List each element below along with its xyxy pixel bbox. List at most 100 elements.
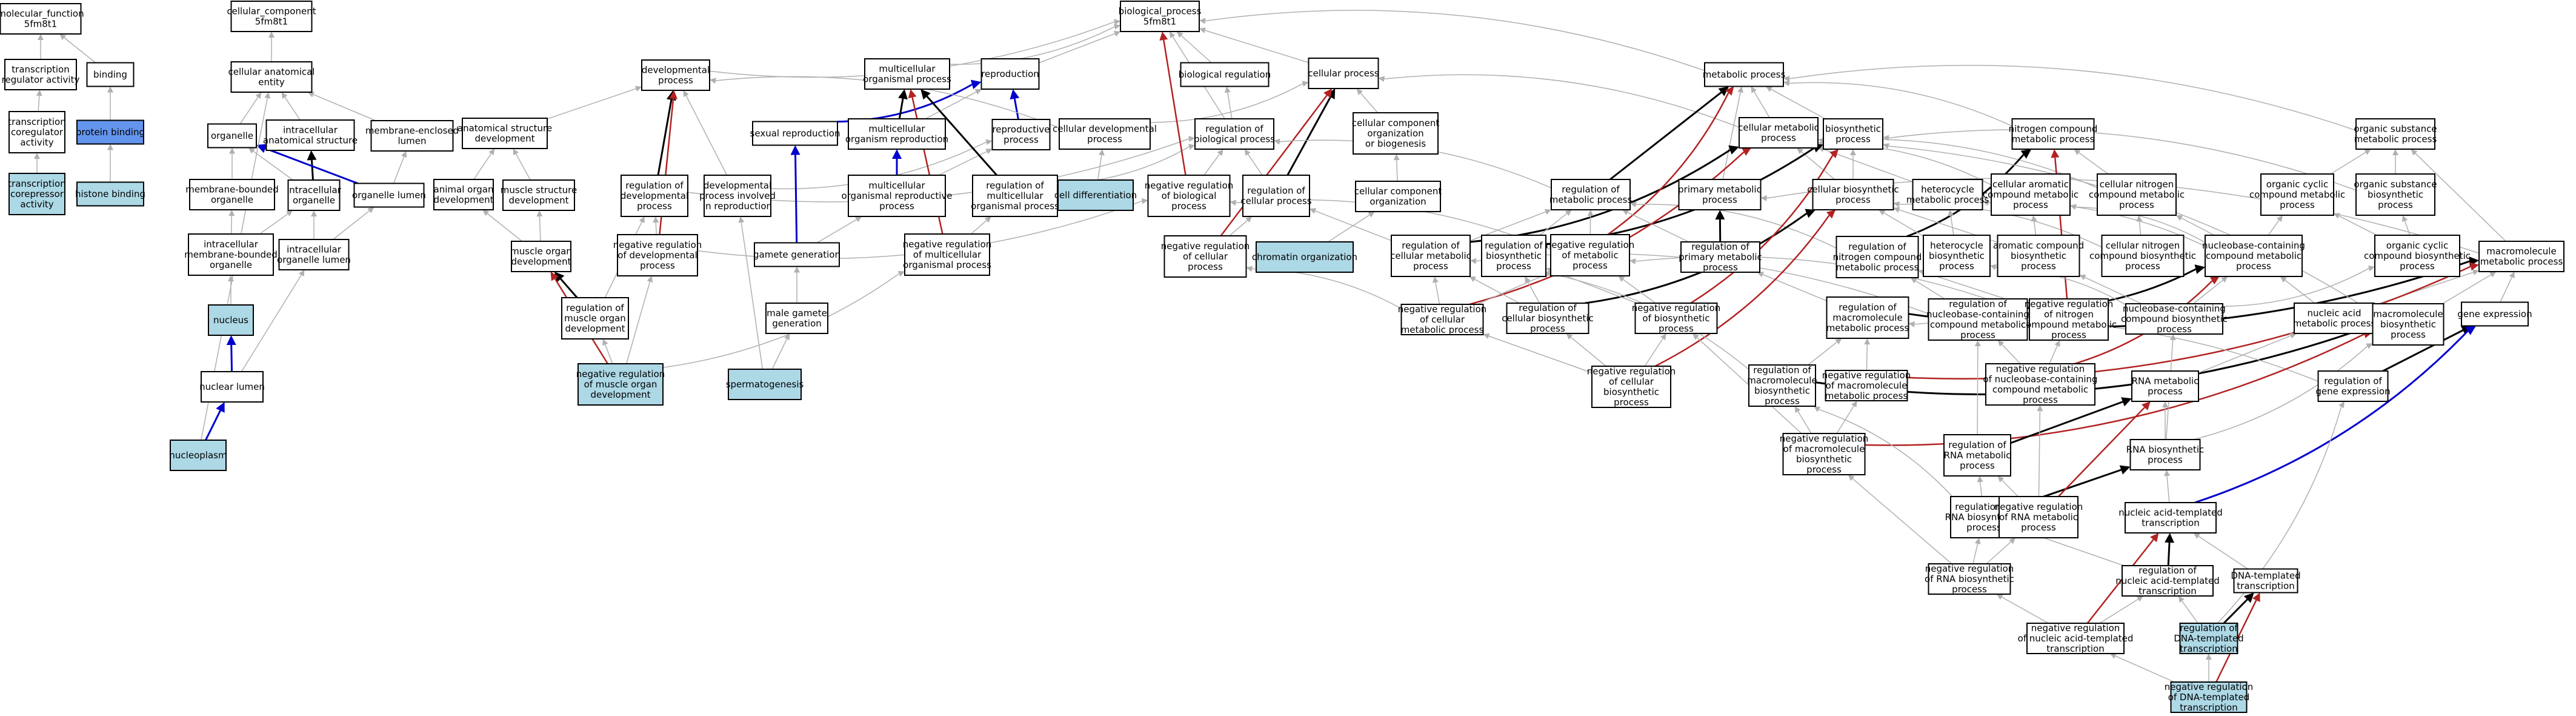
node-box[interactable] (1985, 363, 2095, 406)
node-box[interactable] (2097, 173, 2177, 216)
node-box[interactable] (1825, 370, 1908, 401)
node-box[interactable] (991, 119, 1051, 150)
node-box[interactable] (502, 179, 575, 211)
node-box[interactable] (1550, 234, 1630, 276)
node-box[interactable] (904, 233, 990, 276)
node-box[interactable] (86, 62, 135, 87)
node-box[interactable] (265, 119, 355, 151)
go-term-node-chromorg[interactable]: chromatin organization (1252, 241, 1357, 273)
node-box[interactable] (641, 59, 710, 91)
node-box[interactable] (1163, 235, 1247, 278)
node-box[interactable] (1999, 496, 2078, 538)
go-term-node-sexrep[interactable]: sexual reproduction (750, 121, 840, 146)
node-box[interactable] (2478, 241, 2564, 272)
node-box[interactable] (353, 182, 425, 208)
node-box[interactable] (864, 58, 950, 90)
node-box[interactable] (848, 118, 946, 150)
node-box[interactable] (2170, 681, 2248, 713)
go-term-node-geneexp[interactable]: gene expression (2457, 301, 2532, 327)
node-box[interactable] (754, 242, 840, 267)
node-box[interactable] (170, 440, 227, 471)
node-box[interactable] (2029, 298, 2109, 341)
node-box[interactable] (1059, 118, 1151, 150)
go-term-node-organelle[interactable]: organelle (207, 123, 257, 149)
node-box[interactable] (1355, 181, 1441, 212)
node-box[interactable] (621, 175, 688, 217)
go-term-node-ol[interactable]: organelle lumen (352, 182, 426, 208)
node-box[interactable] (230, 1, 313, 32)
node-box[interactable] (2294, 303, 2375, 334)
node-box[interactable] (2374, 235, 2460, 277)
node-box[interactable] (2125, 502, 2217, 534)
node-box[interactable] (2011, 118, 2095, 150)
node-box[interactable] (462, 118, 548, 149)
node-box[interactable] (561, 297, 629, 340)
node-box[interactable] (1812, 179, 1894, 210)
node-box[interactable] (1748, 364, 1816, 407)
node-box[interactable] (1481, 235, 1546, 277)
node-box[interactable] (1928, 298, 2028, 341)
node-box[interactable] (1826, 296, 1909, 339)
node-box[interactable] (1943, 434, 2011, 477)
node-box[interactable] (1912, 179, 1983, 210)
node-box[interactable] (2355, 173, 2435, 216)
go-term-node-spermato[interactable]: spermatogenesis (726, 369, 804, 400)
node-box[interactable] (2129, 439, 2201, 470)
node-box[interactable] (0, 3, 82, 35)
go-term-node-protbind[interactable]: protein binding (76, 119, 145, 145)
node-box[interactable] (1147, 175, 1231, 217)
node-box[interactable] (2260, 173, 2334, 216)
node-box[interactable] (207, 123, 257, 149)
node-box[interactable] (2101, 235, 2185, 277)
node-box[interactable] (980, 58, 1040, 90)
node-box[interactable] (1242, 175, 1310, 217)
go-term-node-nucleus[interactable]: nucleus (208, 304, 254, 336)
node-box[interactable] (752, 121, 838, 146)
node-box[interactable] (972, 175, 1058, 217)
node-box[interactable] (1057, 179, 1134, 211)
node-box[interactable] (1997, 235, 2080, 277)
node-box[interactable] (2026, 623, 2125, 654)
node-box[interactable] (2317, 370, 2389, 402)
